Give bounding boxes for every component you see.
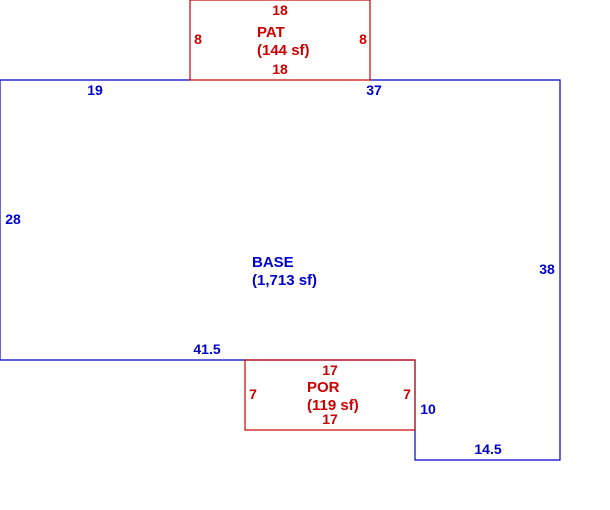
patio-area: (144 sf) [257, 42, 310, 59]
porch-dim-bottom: 17 [322, 411, 338, 427]
base-dim-top-right: 37 [366, 82, 382, 98]
patio-dim-top: 18 [272, 2, 288, 18]
patio-outline [189, 0, 371, 81]
patio-dim-left: 8 [194, 31, 202, 47]
base-name: BASE [252, 254, 294, 271]
base-dim-bottom-left: 41.5 [193, 341, 220, 357]
base-dim-right: 38 [539, 261, 555, 277]
patio-dim-right: 8 [359, 31, 367, 47]
porch-outline [244, 359, 416, 431]
porch-area: (119 sf) [307, 397, 359, 414]
porch-name: POR [307, 379, 340, 396]
base-dim-bottom-right: 14.5 [474, 441, 501, 457]
patio-dim-bottom: 18 [272, 61, 288, 77]
base-dim-left: 28 [5, 211, 21, 227]
porch-dim-left: 7 [249, 386, 257, 402]
patio-name: PAT [257, 24, 285, 41]
porch-dim-right: 7 [403, 386, 411, 402]
porch-dim-top: 17 [322, 362, 338, 378]
base-dim-step: 10 [420, 401, 436, 417]
base-dim-top-left: 19 [87, 82, 103, 98]
base-area: (1,713 sf) [252, 272, 317, 289]
